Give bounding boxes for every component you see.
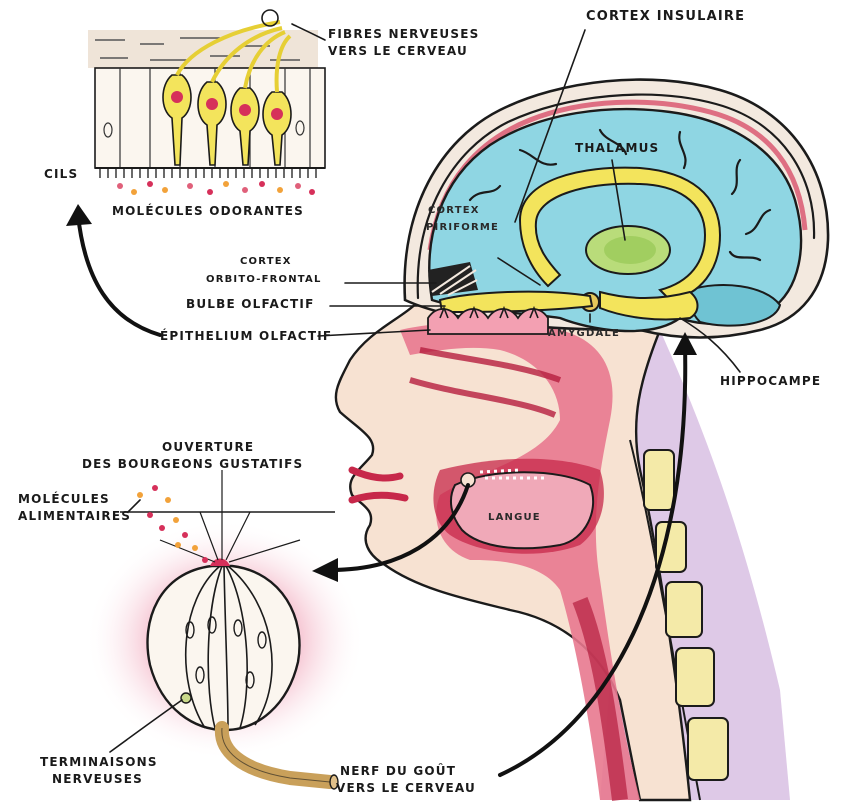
leader-molecules-alimentaires	[128, 500, 140, 512]
arrow-epithelium-to-inset	[78, 215, 160, 335]
thalamus-core	[604, 236, 656, 264]
label-nerf-2: VERS LE CERVEAU	[336, 781, 476, 795]
label-amygdale: AMYGDALE	[548, 328, 620, 339]
label-molecules-alimentaires-1: MOLÉCULES	[18, 491, 110, 506]
label-cils: CILS	[44, 167, 78, 181]
label-cortex-orbito-1: CORTEX	[240, 256, 292, 267]
label-terminaisons-1: TERMINAISONS	[40, 755, 158, 769]
label-hippocampe: HIPPOCAMPE	[720, 374, 821, 388]
label-fibres-1: FIBRES NERVEUSES	[328, 27, 479, 41]
cilia	[100, 168, 316, 178]
odorant-molecules	[117, 181, 315, 195]
label-langue: LANGUE	[488, 512, 541, 523]
label-terminaisons-2: NERVEUSES	[52, 772, 143, 786]
olfactory-inset	[88, 10, 325, 195]
label-cortex-insulaire: CORTEX INSULAIRE	[586, 9, 745, 24]
label-thalamus: THALAMUS	[575, 141, 659, 155]
label-cortex-piriforme-2: PIRIFORME	[426, 222, 499, 233]
label-molecules-odorantes: MOLÉCULES ODORANTES	[112, 203, 304, 218]
label-cortex-piriforme-1: CORTEX	[428, 205, 480, 216]
label-bulbe-olfactif: BULBE OLFACTIF	[186, 297, 314, 311]
label-ouverture-1: OUVERTURE	[162, 440, 254, 454]
arrow-head-up-left	[66, 204, 92, 226]
label-fibres-2: VERS LE CERVEAU	[328, 44, 468, 58]
head-section	[336, 80, 828, 800]
label-cortex-orbito-2: ORBITO-FRONTAL	[206, 274, 322, 285]
label-molecules-alimentaires-2: ALIMENTAIRES	[18, 509, 131, 523]
label-epithelium-olfactif: ÉPITHELIUM OLFACTIF	[160, 328, 332, 343]
label-ouverture-2: DES BOURGEONS GUSTATIFS	[82, 457, 303, 471]
nerve-ending-marker	[181, 693, 191, 703]
olfactory-bulb	[440, 292, 592, 312]
taste-bud	[148, 566, 300, 730]
label-nerf-1: NERF DU GOÛT	[340, 763, 456, 778]
